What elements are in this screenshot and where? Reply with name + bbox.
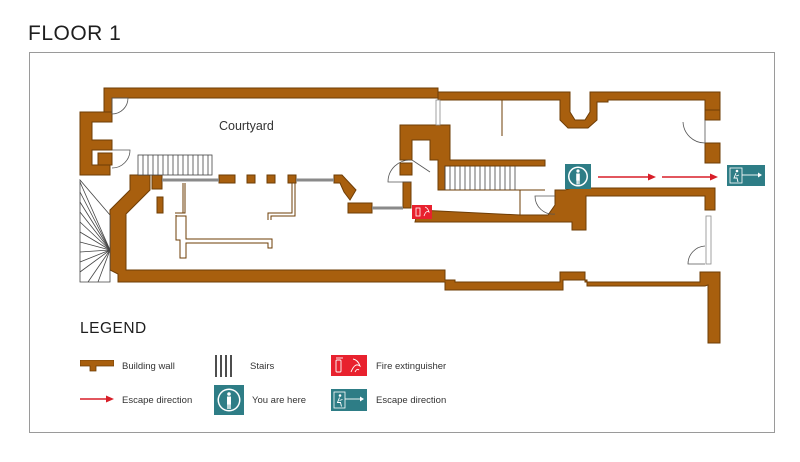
wall-lower-corridor [414, 187, 716, 231]
wall-segment-c [266, 174, 276, 184]
wall-interior-3 [175, 215, 273, 259]
wall-left-notch [97, 152, 113, 166]
stairs-icon [215, 355, 232, 377]
wall-right-top-stub [704, 109, 721, 121]
building-wall-icon [80, 360, 114, 372]
legend-stairs-label: Stairs [250, 361, 275, 372]
wall-interior-2 [267, 183, 293, 220]
wall-left-diagonal [109, 174, 721, 344]
courtyard-label: Courtyard [219, 119, 274, 133]
stairs-spiral [79, 178, 111, 283]
you-are-here-icon [214, 385, 244, 415]
window-2 [705, 215, 712, 265]
door-3 [682, 120, 706, 144]
door-2 [111, 149, 131, 169]
wall-stair-landing [347, 202, 373, 214]
door-7 [411, 159, 431, 173]
stairs-center [444, 166, 516, 190]
escape-sign-marker [727, 165, 765, 186]
door-6 [687, 245, 706, 265]
escape-route-arrows [598, 173, 718, 181]
doors [111, 97, 706, 265]
door-1 [111, 97, 129, 115]
legend-you-are-here-label: You are here [252, 395, 307, 406]
fire-extinguisher-icon [331, 355, 367, 376]
wall-top-left-corner [103, 87, 439, 113]
legend-fire-extinguisher-label: Fire extinguisher [376, 361, 447, 372]
wall-door-jamb [402, 181, 412, 209]
wall-stub-1 [156, 196, 164, 214]
you-are-here-marker [565, 164, 591, 189]
door-4 [387, 159, 412, 183]
wall-left-column [79, 111, 113, 176]
wall-right-top-pier [704, 142, 721, 164]
wall-top-right [437, 91, 721, 129]
door-5 [534, 195, 556, 215]
escape-sign-icon [331, 389, 367, 411]
wall-central-block [399, 124, 546, 191]
escape-arrow-icon [80, 395, 114, 403]
wall-interior-2b [270, 183, 296, 220]
legend-escape-arrow-label: Escape direction [122, 395, 193, 406]
wall-segment-d [287, 174, 297, 184]
wall-angled-corridor [333, 174, 357, 201]
wall-column-1 [151, 174, 163, 190]
map-frame [29, 52, 775, 433]
legend-escape-sign-label: Escape direction [376, 395, 447, 406]
legend-title: LEGEND [80, 320, 147, 337]
building-walls [79, 87, 721, 344]
stairs-top-left [137, 154, 213, 176]
wall-segment-b [246, 174, 256, 184]
wall-central-pier [399, 162, 413, 176]
legend-building-wall-label: Building wall [122, 361, 175, 372]
wall-segment-a [218, 174, 236, 184]
floor-title: FLOOR 1 [28, 22, 122, 45]
wall-interior-1 [175, 183, 186, 214]
window-1 [435, 99, 441, 126]
fire-extinguisher-marker [412, 205, 432, 219]
